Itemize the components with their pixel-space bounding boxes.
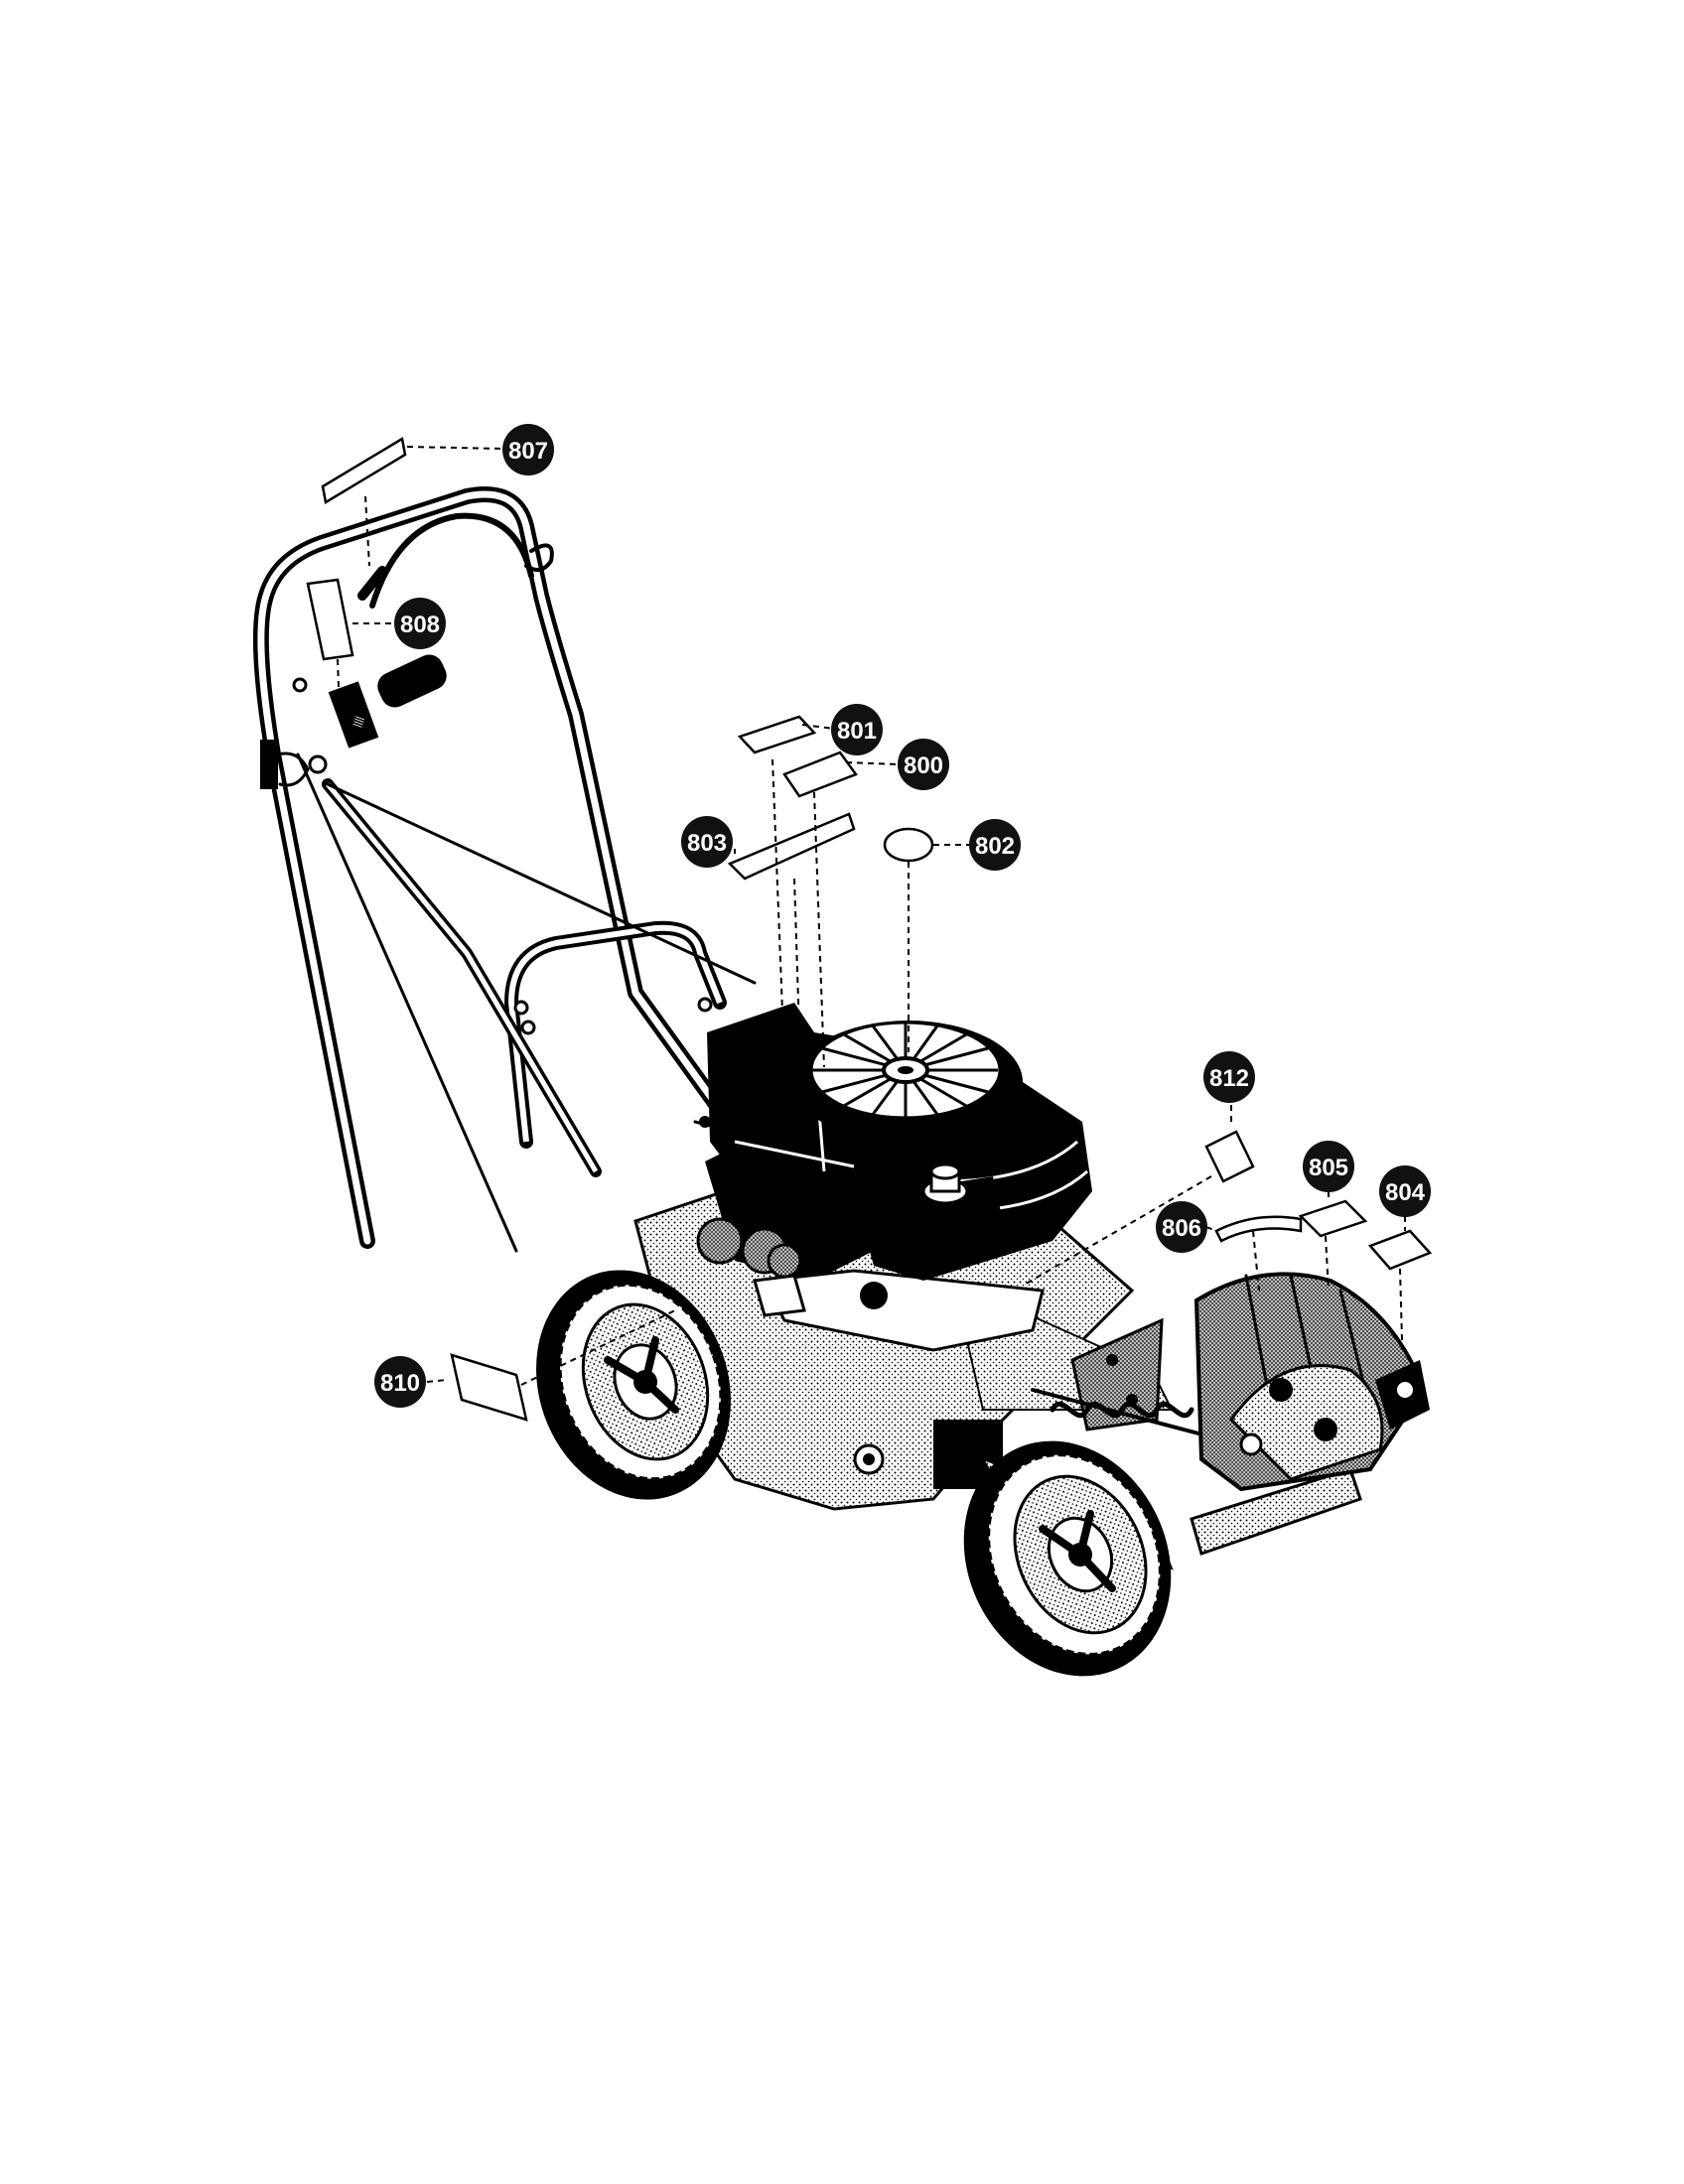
decal-806 bbox=[1214, 1215, 1303, 1243]
callout-810-label: 810 bbox=[380, 1370, 420, 1397]
callout-804[interactable]: 804 bbox=[1379, 1165, 1431, 1217]
decal-801 bbox=[737, 715, 817, 754]
callout-808-label: 808 bbox=[400, 612, 440, 638]
decal-812 bbox=[1204, 1130, 1255, 1183]
engine bbox=[693, 1003, 1092, 1352]
callout-801[interactable]: 801 bbox=[831, 704, 883, 755]
callout-800[interactable]: 800 bbox=[898, 739, 949, 790]
callout-804-label: 804 bbox=[1385, 1179, 1426, 1206]
callouts: 807 808 801 800 803 802 812 805 bbox=[374, 424, 1431, 1408]
decal-810 bbox=[450, 1353, 528, 1422]
callout-806-label: 806 bbox=[1162, 1215, 1201, 1242]
callout-805[interactable]: 805 bbox=[1303, 1141, 1354, 1192]
blade-guard bbox=[1193, 1272, 1430, 1492]
callout-810[interactable]: 810 bbox=[374, 1356, 426, 1408]
decal-800 bbox=[782, 751, 858, 798]
decal-807 bbox=[321, 437, 407, 504]
callout-808[interactable]: 808 bbox=[394, 598, 446, 649]
callout-805-label: 805 bbox=[1309, 1155, 1348, 1181]
callout-802-label: 802 bbox=[975, 833, 1015, 860]
callout-803[interactable]: 803 bbox=[681, 816, 733, 868]
callout-801-label: 801 bbox=[837, 718, 877, 745]
decal-802 bbox=[883, 827, 934, 863]
decal-805 bbox=[1298, 1199, 1368, 1238]
spring bbox=[1031, 1388, 1223, 1441]
decal-804 bbox=[1367, 1229, 1433, 1271]
decal-808 bbox=[306, 578, 354, 661]
callout-812[interactable]: 812 bbox=[1203, 1051, 1255, 1103]
decal-803 bbox=[727, 812, 856, 881]
fuel-cap bbox=[899, 1162, 1003, 1241]
handle-assembly: |||| bbox=[252, 486, 772, 1253]
callout-806[interactable]: 806 bbox=[1156, 1201, 1207, 1253]
callout-803-label: 803 bbox=[687, 830, 727, 857]
decals bbox=[306, 437, 1433, 1422]
callout-807-label: 807 bbox=[508, 438, 548, 465]
callout-800-label: 800 bbox=[904, 752, 943, 779]
callout-807[interactable]: 807 bbox=[502, 424, 554, 476]
rear-right-wheel bbox=[963, 1440, 1172, 1677]
callout-812-label: 812 bbox=[1209, 1065, 1249, 1092]
front-left-wheel bbox=[536, 1270, 731, 1500]
callout-802[interactable]: 802 bbox=[969, 819, 1021, 871]
svg-text:||||: |||| bbox=[351, 715, 365, 729]
